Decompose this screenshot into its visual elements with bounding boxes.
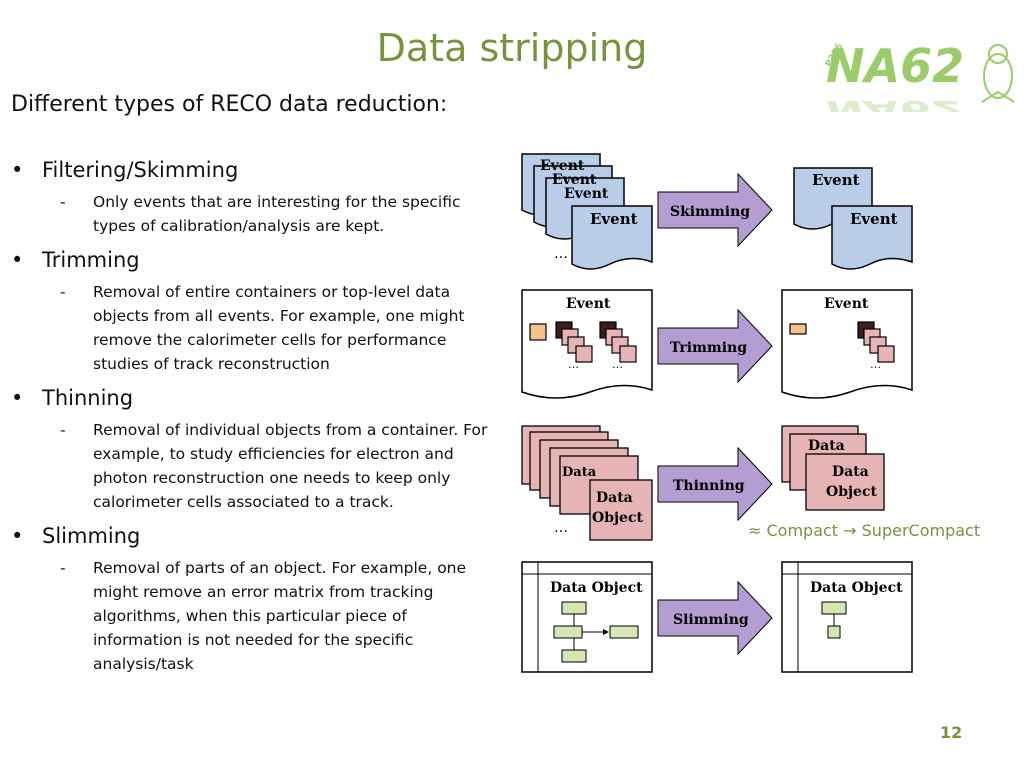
compact-caption: ≈ Compact → SuperCompact [748, 521, 981, 540]
svg-text:Event: Event [590, 210, 638, 228]
bullet-item: •Slimming [11, 524, 141, 548]
svg-text:NA62: NA62 [826, 95, 964, 112]
svg-text:…: … [568, 358, 579, 371]
svg-text:Event: Event [812, 171, 860, 189]
svg-text:Skimming: Skimming [670, 204, 750, 220]
svg-text:Event: Event [540, 158, 585, 174]
svg-text:Data Object: Data Object [550, 580, 643, 596]
slide-subtitle: Different types of RECO data reduction: [11, 92, 448, 117]
thinning-arrow: Thinning [657, 446, 773, 522]
data-reduction-diagram: Event Event Event Event … Skimming Event… [521, 153, 913, 673]
skimming-output-events [793, 167, 913, 270]
svg-text:…: … [554, 520, 568, 536]
na62-logo: NA62 NA62 P326 [824, 40, 1015, 112]
svg-text:…: … [870, 358, 881, 371]
svg-text:Event: Event [552, 172, 597, 188]
page-number: 12 [940, 723, 963, 742]
svg-text:Object: Object [592, 510, 643, 526]
svg-text:NA62: NA62 [826, 40, 964, 93]
skimming-arrow: Skimming [657, 172, 773, 248]
slimming-arrow: Slimming [657, 580, 773, 656]
penguin-icon [981, 44, 1015, 103]
svg-text:Slimming: Slimming [673, 612, 749, 628]
svg-text:…: … [554, 246, 568, 262]
trimming-input-event: Event … … [521, 289, 653, 399]
svg-text:Event: Event [566, 296, 611, 312]
bullet-detail: -Only events that are interesting for th… [60, 193, 461, 235]
bullet-item: •Trimming [11, 248, 140, 272]
svg-text:Data Object: Data Object [810, 580, 903, 596]
bullet-detail: -Removal of entire containers or top-lev… [60, 283, 465, 373]
svg-text:Thinning: Thinning [673, 478, 745, 494]
trimming-arrow: Trimming [657, 308, 773, 384]
slimming-input-object: Data Object [521, 561, 653, 673]
bullet-detail: -Removal of individual objects from a co… [60, 421, 488, 511]
svg-text:…: … [612, 358, 623, 371]
svg-text:Object: Object [826, 484, 877, 500]
svg-text:Data: Data [808, 438, 845, 454]
svg-text:Data: Data [562, 465, 597, 480]
bullet-item: •Thinning [11, 386, 134, 410]
svg-text:Event: Event [564, 186, 609, 202]
thinning-output-objects [781, 425, 885, 511]
svg-text:Trimming: Trimming [670, 340, 747, 356]
trimming-output-event: Event … [781, 289, 913, 399]
svg-text:Event: Event [850, 210, 898, 228]
svg-text:Data: Data [832, 464, 869, 480]
bullet-detail: -Removal of parts of an object. For exam… [60, 559, 467, 673]
bullet-item: •Filtering/Skimming [11, 158, 239, 182]
svg-text:Event: Event [824, 296, 869, 312]
slide-title: Data stripping [376, 26, 648, 70]
slimming-output-object: Data Object [781, 561, 913, 673]
bullet-list: •Filtering/Skimming -Only events that ar… [11, 155, 491, 683]
skimming-input-events [521, 153, 653, 270]
thinning-input-objects [521, 425, 653, 541]
svg-text:Data: Data [596, 490, 633, 506]
